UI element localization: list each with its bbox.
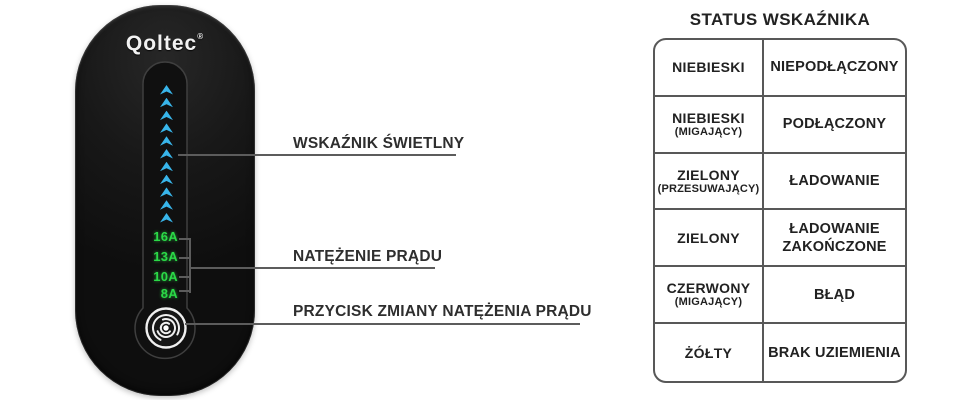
brand-text: Qoltec <box>125 32 198 55</box>
status-text: ŁADOWANIE <box>789 173 880 190</box>
indicator-color: NIEBIESKI <box>672 109 745 126</box>
led-arrow-icon <box>160 213 173 223</box>
status-text: BRAK UZIEMIENIA <box>768 344 901 361</box>
status-cell: PODŁĄCZONY <box>764 97 905 154</box>
callout-line-current-level <box>189 267 435 269</box>
callout-line-light-indicator <box>178 154 456 156</box>
indicator-note: (PRZESUWAJĄCY) <box>657 182 760 195</box>
led-arrow-icon <box>160 174 173 185</box>
led-arrow-icon <box>160 110 173 121</box>
led-arrow-icon <box>160 149 173 159</box>
indicator-cell: CZERWONY (MIGAJĄCY) <box>655 267 764 325</box>
led-arrow-icon <box>160 200 173 210</box>
led-strip <box>160 5 174 396</box>
charger-device: Qoltec® 16A 13A 10A 8A <box>75 5 255 396</box>
led-arrow-icon <box>160 123 173 133</box>
status-text: ŁADOWANIE ZAKOŃCZONE <box>782 220 887 255</box>
indicator-color: ZIELONY <box>677 166 740 183</box>
bracket-stub-8a <box>179 290 191 292</box>
amp-label-13a: 13A <box>153 249 178 264</box>
status-cell: BŁĄD <box>764 267 905 325</box>
bracket-stub-13a <box>179 257 191 259</box>
callout-label-light-indicator: WSKAŹNIK ŚWIETLNY <box>293 135 465 152</box>
qoltec-logo: Qoltec® <box>75 32 255 56</box>
indicator-color: ZIELONY <box>677 229 740 246</box>
led-arrow-icon <box>160 85 173 95</box>
indicator-cell: ZIELONY (PRZESUWAJĄCY) <box>655 153 764 211</box>
callout-line-current-button <box>185 323 580 325</box>
led-arrow-icon <box>160 187 173 197</box>
bracket-vertical-line <box>189 238 191 293</box>
callout-label-current-level: NATĘŻENIE PRĄDU <box>293 248 443 265</box>
current-change-button <box>145 307 187 349</box>
indicator-note: (MIGAJĄCY) <box>674 296 743 309</box>
status-cell: ŁADOWANIE <box>764 154 905 211</box>
bracket-stub-10a <box>179 276 191 278</box>
registered-mark: ® <box>197 32 205 41</box>
status-cell: BRAK UZIEMIENIA <box>764 324 905 381</box>
status-cell: NIEPODŁĄCZONY <box>764 40 905 97</box>
led-panel-outline <box>134 61 196 360</box>
led-arrow-icon <box>160 97 173 108</box>
status-text: BŁĄD <box>813 286 856 303</box>
amp-label-16a: 16A <box>153 229 178 244</box>
led-arrow-icon <box>160 161 173 172</box>
status-text: PODŁĄCZONY <box>782 116 887 133</box>
indicator-cell: NIEBIESKI (MIGAJĄCY) <box>655 96 764 154</box>
indicator-note: (MIGAJĄCY) <box>674 125 743 138</box>
amp-label-10a: 10A <box>153 269 178 284</box>
status-table-title: STATUS WSKAŹNIKA <box>689 10 871 29</box>
indicator-color: ŻÓŁTY <box>684 344 733 361</box>
led-arrow-icon <box>160 136 173 146</box>
indicator-cell: ŻÓŁTY <box>655 324 764 381</box>
status-text: NIEPODŁĄCZONY <box>770 59 899 76</box>
indicator-color: NIEBIESKI <box>672 59 745 76</box>
status-table: NIEBIESKI NIEPODŁĄCZONY NIEBIESKI (MIGAJ… <box>653 38 907 383</box>
status-cell: ŁADOWANIE ZAKOŃCZONE <box>764 210 905 268</box>
bracket-stub-16a <box>179 238 191 240</box>
indicator-color: CZERWONY <box>666 280 751 297</box>
touch-sensor-icon <box>145 307 187 349</box>
callout-label-current-button: PRZYCISK ZMIANY NATĘŻENIA PRĄDU <box>293 303 592 320</box>
indicator-cell: NIEBIESKI <box>655 40 764 97</box>
amp-label-8a: 8A <box>160 286 178 301</box>
indicator-cell: ZIELONY <box>655 210 764 268</box>
